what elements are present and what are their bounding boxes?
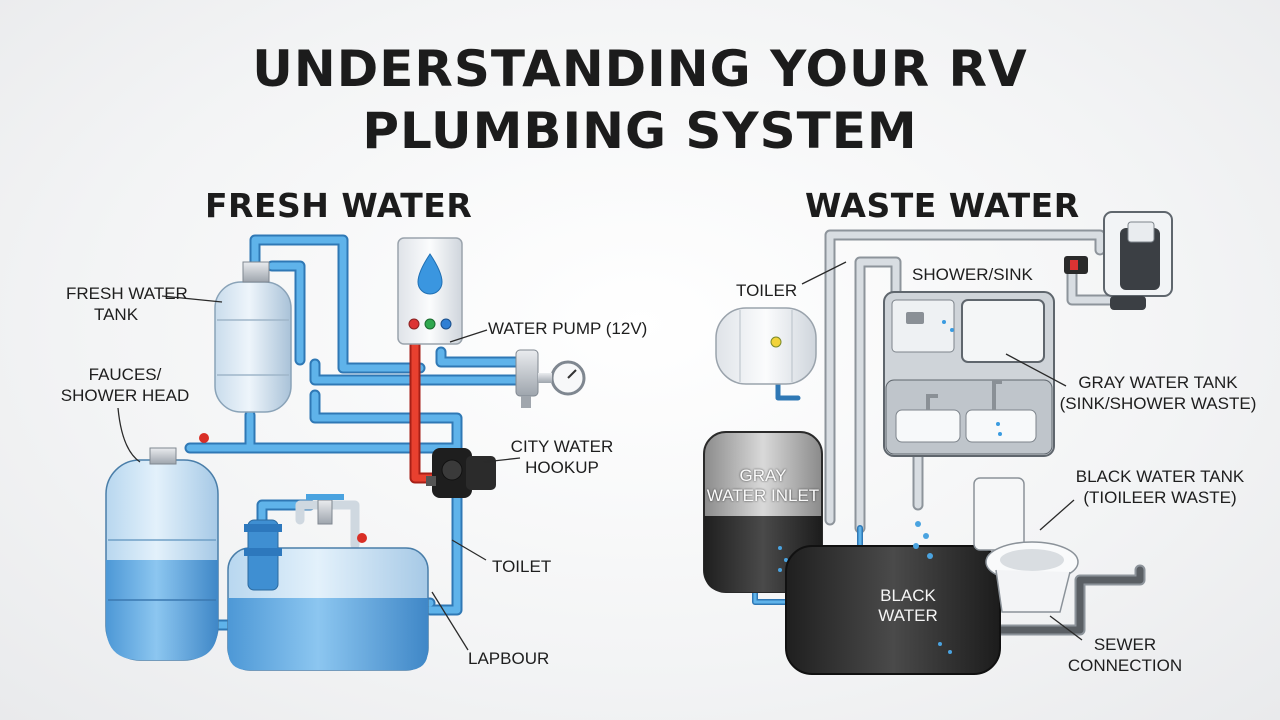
waste-macerator-unit bbox=[1064, 211, 1173, 310]
fresh-water-tank bbox=[214, 261, 292, 413]
water-pump bbox=[426, 448, 496, 498]
water-pump-label: WATER PUMP (12V) bbox=[488, 319, 648, 338]
city-water-hookup-label-line1: CITY WATER bbox=[510, 437, 614, 456]
large-blue-tank bbox=[105, 433, 219, 661]
sewer-connection-label-line1: SEWER bbox=[1093, 635, 1157, 654]
waste-water-heading: WASTE WATER bbox=[805, 186, 1080, 225]
sewer-connection-label: SEWER CONNECTION bbox=[1062, 634, 1188, 676]
gray-water-inlet-label: GRAY WATER INLET bbox=[704, 466, 822, 506]
page-title-line2: PLUMBING SYSTEM bbox=[362, 102, 918, 160]
gray-water-tank-label: GRAY WATER TANK (SINK/SHOWER WASTE) bbox=[1058, 372, 1258, 414]
shower-sink-label: SHOWER/SINK bbox=[912, 265, 1033, 284]
black-water-tank-label-line1: BLACK WATER TANK bbox=[1075, 467, 1245, 486]
black-water-tank-label: BLACK WATER TANK (TIOILEER WASTE) bbox=[1070, 466, 1250, 508]
fresh-water-tank-label: FRESH WATER TANK bbox=[66, 283, 188, 325]
waste-leader-lines bbox=[801, 261, 1083, 641]
toilet-label: TOILET bbox=[492, 557, 552, 576]
toiler-tank bbox=[715, 307, 817, 385]
sink-cabinet bbox=[883, 291, 1055, 457]
fresh-water-heading: FRESH WATER bbox=[205, 186, 473, 225]
lapbour-label: LAPBOUR bbox=[468, 649, 550, 668]
toiler-label: TOILER bbox=[736, 281, 798, 300]
gray-water-tank bbox=[703, 431, 823, 593]
faucets-label: FAUCES/ SHOWER HEAD bbox=[58, 364, 192, 406]
toilet bbox=[973, 477, 1079, 613]
water-heater bbox=[397, 237, 463, 345]
faucets-label-line1: FAUCES/ bbox=[88, 365, 162, 384]
waste-pipes bbox=[752, 229, 1146, 636]
page-title-line1: UNDERSTANDING YOUR RV bbox=[252, 40, 1028, 98]
fresh-water-tank-label-line2: TANK bbox=[93, 305, 139, 324]
black-water-tank bbox=[785, 521, 1001, 675]
black-water-tank-label-line2: (TIOILEER WASTE) bbox=[1083, 488, 1237, 507]
city-water-hookup-label: CITY WATER HOOKUP bbox=[506, 436, 618, 478]
faucets-label-line2: SHOWER HEAD bbox=[60, 386, 190, 405]
gray-water-tank-label-line2: (SINK/SHOWER WASTE) bbox=[1059, 394, 1257, 413]
black-water-label: BLACK WATER bbox=[860, 586, 956, 626]
fresh-water-pipes bbox=[159, 234, 531, 631]
city-water-hookup-label-line2: HOOKUP bbox=[525, 458, 599, 477]
black-water-label-line1: BLACK bbox=[880, 586, 936, 605]
black-water-label-line2: WATER bbox=[878, 606, 938, 625]
fresh-leader-lines bbox=[117, 295, 521, 651]
sewer-connection-label-line2: CONNECTION bbox=[1067, 656, 1183, 675]
gray-water-inlet-label-line1: GRAY bbox=[739, 466, 787, 485]
gray-water-inlet-label-line2: WATER INLET bbox=[706, 486, 820, 505]
fresh-reservoir-tank bbox=[227, 494, 429, 671]
fresh-water-tank-label-line1: FRESH WATER bbox=[66, 284, 188, 303]
gray-water-tank-label-line1: GRAY WATER TANK bbox=[1078, 373, 1238, 392]
city-water-hookup-valve bbox=[515, 349, 586, 408]
